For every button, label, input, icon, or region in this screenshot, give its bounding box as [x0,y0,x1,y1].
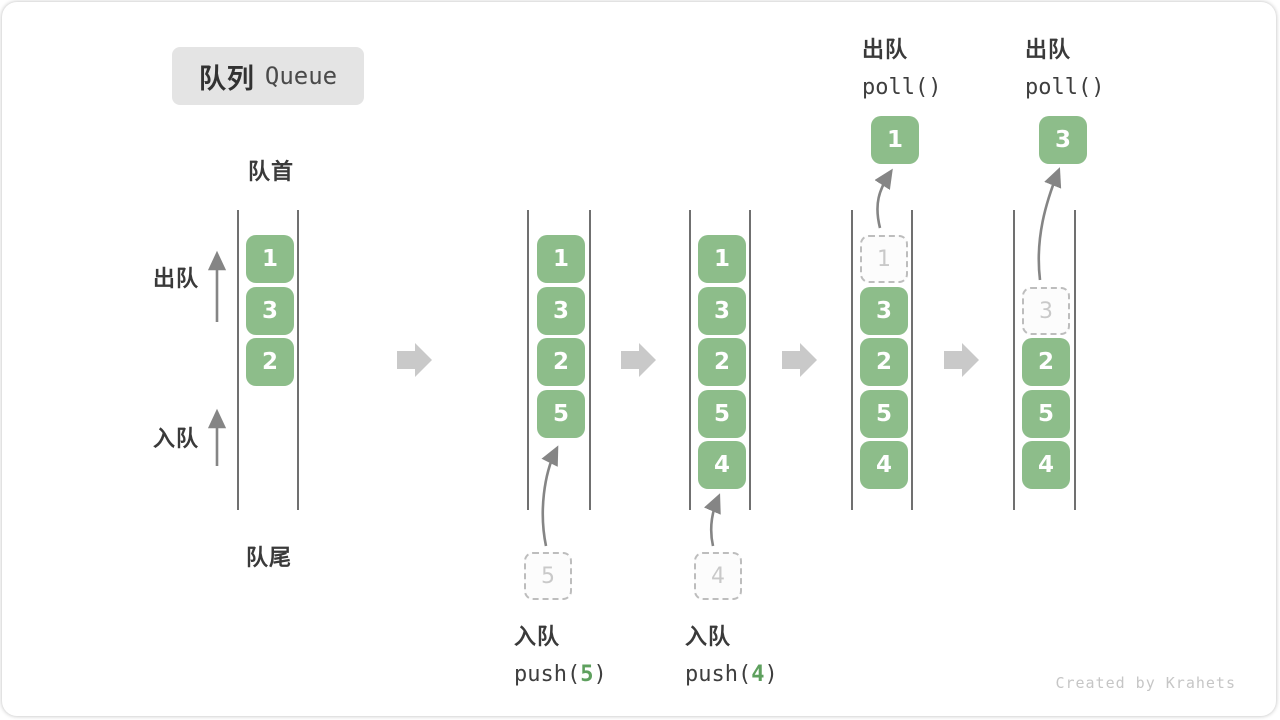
queue-walls [237,210,1076,510]
op-code: push(5) [514,662,607,687]
queue-item-box: 3 [537,287,585,335]
dequeue-label: 出队 [153,266,200,291]
queue-item-box: 1 [698,235,746,283]
polled-box: 3 [1039,116,1087,164]
queue-item-box: 5 [860,390,908,438]
code-arg: 5 [580,662,594,687]
queue-item-box: 2 [860,338,908,386]
queue-item-box: 1 [246,235,294,283]
title-badge: 队列 Queue [172,47,364,105]
front-label: 队首 [248,159,295,184]
ghost-box-removed: 3 [1022,287,1070,335]
queue-item-box: 4 [860,441,908,489]
queue-item-box: 4 [1022,441,1070,489]
op-code: push(4) [685,662,778,687]
poll1-arrow [874,168,893,229]
queue-item-box: 5 [698,390,746,438]
transition-arrow-2 [621,343,656,377]
transition-arrow-3 [782,343,817,377]
code-close: ) [764,662,778,687]
push4-arrow [704,493,721,547]
queue-item-box: 2 [537,338,585,386]
op-code: poll() [862,75,942,100]
push5-arrow [541,445,559,547]
op-label: 出队 [862,37,909,62]
op-code: poll() [1025,75,1105,100]
transition-arrow-4 [944,343,979,377]
ghost-box-removed: 1 [860,235,908,283]
queue-item-box: 5 [1022,390,1070,438]
op-poll-2: 出队 poll() [1025,32,1104,100]
queue-item-box: 3 [246,287,294,335]
title-en: Queue [264,62,338,90]
queue-item-box: 2 [698,338,746,386]
queue-item-box: 4 [698,441,746,489]
queue-item-box: 3 [698,287,746,335]
title-zh: 队列 [198,63,255,94]
queue-item-box: 1 [537,235,585,283]
op-label: 出队 [1025,37,1072,62]
op-poll-1: 出队 poll() [862,32,941,100]
queue-item-box: 5 [537,390,585,438]
transition-arrow-1 [397,343,432,377]
ghost-box-entering: 5 [524,552,572,600]
code-fn: push( [685,662,752,687]
op-push-5: 入队 push(5) [514,619,607,687]
polled-box: 1 [871,116,919,164]
op-label: 入队 [685,624,732,649]
op-push-4: 入队 push(4) [685,619,778,687]
enqueue-label: 入队 [153,426,200,451]
op-label: 入队 [514,624,561,649]
ghost-box-entering: 4 [694,552,742,600]
queue-item-box: 2 [246,338,294,386]
poll3-arrow [1037,167,1062,281]
queue-item-box: 3 [860,287,908,335]
rear-label: 队尾 [246,545,293,570]
watermark: Created by Krahets [1055,674,1236,692]
code-close: ) [593,662,607,687]
queue-item-box: 2 [1022,338,1070,386]
code-fn: push( [514,662,581,687]
code-arg: 4 [751,662,765,687]
